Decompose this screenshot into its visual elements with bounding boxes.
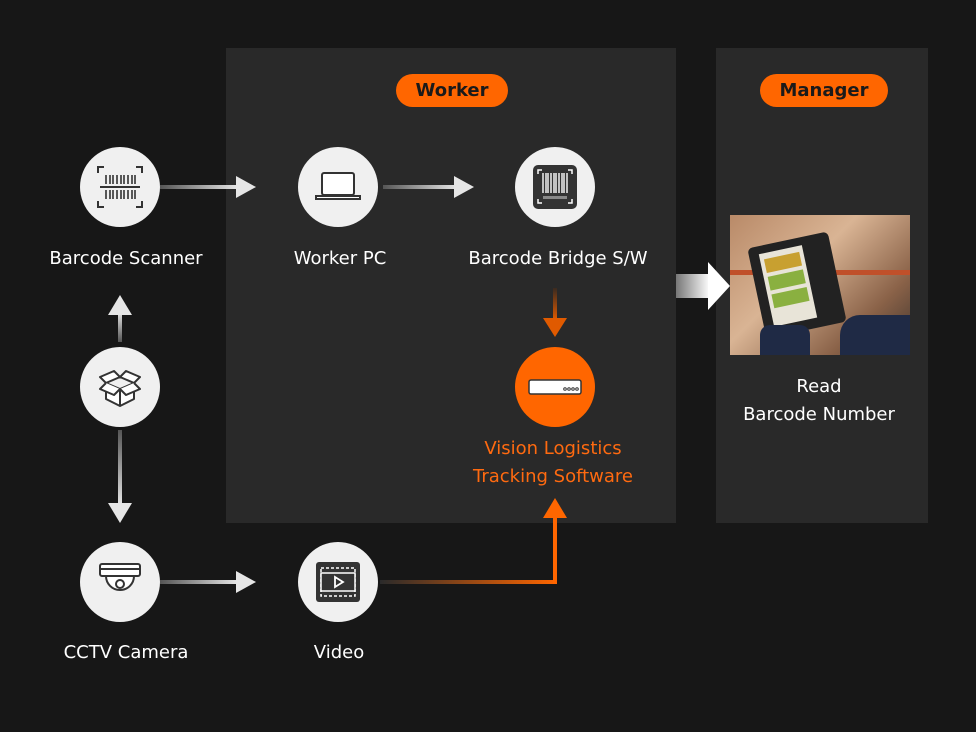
worker-panel: [226, 48, 676, 523]
cctv-icon: [99, 563, 141, 591]
worker-pc-node: [298, 147, 378, 227]
barcode-scanner-icon: [97, 166, 143, 208]
manager-badge: Manager: [760, 74, 888, 107]
cctv-camera-node: [80, 542, 160, 622]
arrow-box-to-scanner: [108, 295, 132, 342]
box-node: [80, 347, 160, 427]
vlts-node: [515, 347, 595, 427]
worker-pc-label: Worker PC: [293, 248, 387, 269]
arrow-bridge-to-vlts: [543, 288, 567, 337]
vlts-label-line2: Tracking Software: [472, 466, 634, 487]
server-icon: [528, 379, 582, 395]
barcode-scanner-node: [80, 147, 160, 227]
arrow-scanner-to-pc: [160, 176, 256, 198]
arrow-box-to-camera: [108, 430, 132, 523]
barcode-icon: [533, 165, 577, 209]
barcode-bridge-label: Barcode Bridge S/W: [468, 248, 648, 269]
laptop-icon: [315, 172, 361, 200]
vlts-label-line1: Vision Logistics: [484, 438, 622, 459]
tablet-warehouse-photo: [730, 215, 910, 355]
arrow-camera-to-video: [160, 571, 256, 593]
read-label-line2: Barcode Number: [743, 404, 895, 425]
arrow-video-to-vlts: [380, 498, 567, 584]
arrow-pc-to-bridge: [383, 176, 474, 198]
read-label-line1: Read: [796, 376, 842, 397]
barcode-bridge-node: [515, 147, 595, 227]
worker-badge: Worker: [396, 74, 508, 107]
video-label: Video: [313, 642, 365, 663]
video-icon: [316, 562, 360, 602]
video-node: [298, 542, 378, 622]
barcode-scanner-label: Barcode Scanner: [49, 248, 203, 269]
cctv-camera-label: CCTV Camera: [63, 642, 189, 663]
arrow-worker-to-manager: [676, 262, 730, 310]
box-icon: [99, 370, 141, 407]
